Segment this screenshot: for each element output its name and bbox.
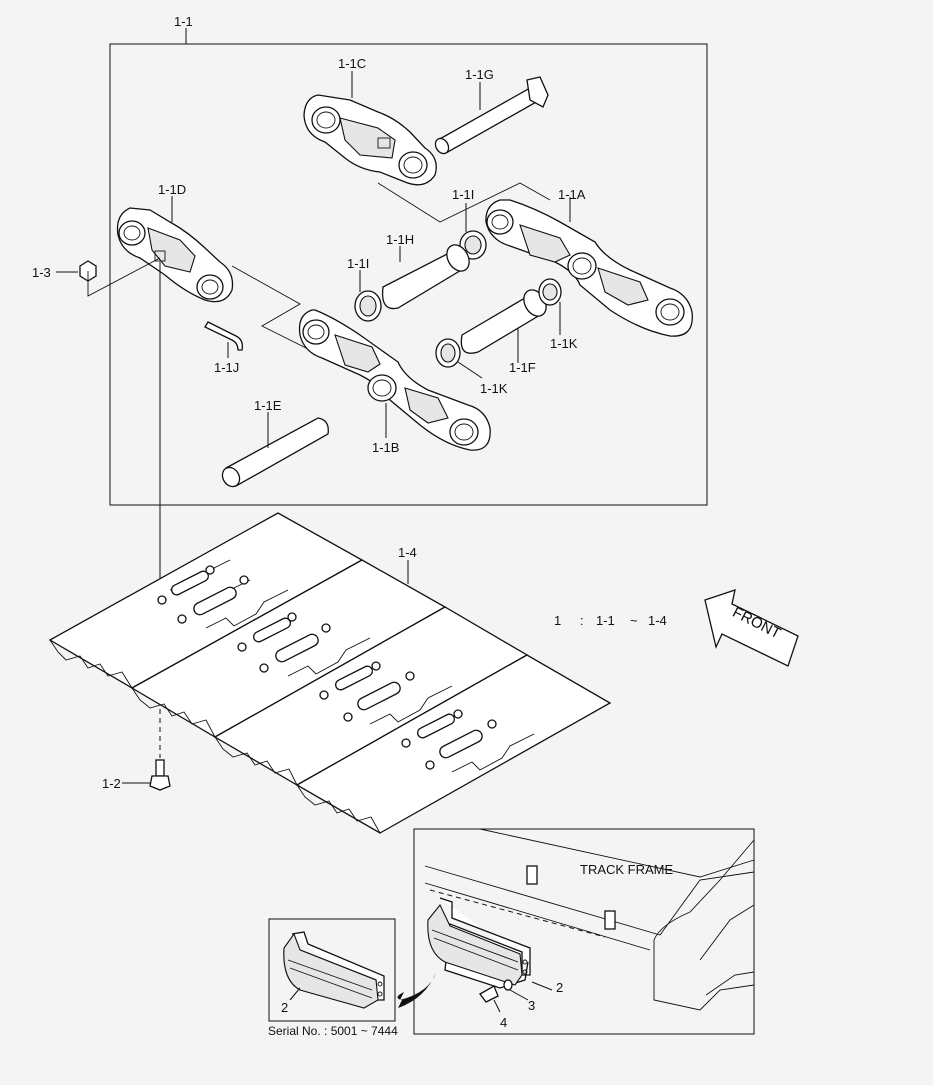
bolt-1-2 bbox=[149, 759, 171, 791]
serial-bracket-detail bbox=[268, 918, 396, 1022]
label-link-d: 1-1D bbox=[158, 182, 186, 197]
label-pin-g: 1-1G bbox=[465, 67, 494, 82]
label-seal-i-mid: 1-1I bbox=[347, 256, 369, 271]
link-1-1c bbox=[303, 94, 437, 186]
seal-1-1k-right bbox=[538, 278, 562, 306]
seal-1-1i-mid bbox=[354, 290, 382, 322]
front-arrow-icon: FRONT bbox=[704, 589, 799, 667]
link-1-1d bbox=[116, 207, 234, 303]
label-bushing-h: 1-1H bbox=[386, 232, 414, 247]
label-pin-j: 1-1J bbox=[214, 360, 239, 375]
bushing-1-1f bbox=[460, 289, 547, 354]
track-shoes-1-4 bbox=[48, 512, 612, 834]
label-link-a: 1-1A bbox=[558, 187, 586, 202]
label-guard-bracket: 2 bbox=[556, 980, 563, 995]
pin-1-1j bbox=[204, 321, 244, 351]
note-tilde: ~ bbox=[630, 613, 638, 628]
label-pin-e: 1-1E bbox=[254, 398, 282, 413]
label-link-b: 1-1B bbox=[372, 440, 399, 455]
pin-1-1g bbox=[434, 76, 549, 155]
label-bushing-f: 1-1F bbox=[509, 360, 536, 375]
nut-1-3 bbox=[79, 260, 97, 282]
link-1-1b bbox=[298, 309, 491, 451]
label-assembly: 1-1 bbox=[174, 14, 193, 29]
seal-1-1k-left bbox=[435, 338, 461, 368]
assembly-box bbox=[109, 28, 708, 506]
link-1-1a bbox=[485, 199, 693, 337]
note-to: 1-4 bbox=[648, 613, 667, 628]
label-bolt: 1-2 bbox=[102, 776, 121, 791]
label-washer: 3 bbox=[528, 998, 535, 1013]
label-link-c: 1-1C bbox=[338, 56, 366, 71]
track-frame-label: TRACK FRAME bbox=[580, 862, 674, 877]
label-detail-bracket: 2 bbox=[281, 1000, 288, 1015]
seal-1-1i-top bbox=[459, 230, 487, 260]
track-frame-detail: TRACK FRAME bbox=[413, 828, 755, 1035]
label-shoe: 1-4 bbox=[398, 545, 417, 560]
note-from: 1-1 bbox=[596, 613, 615, 628]
note-number: 1 bbox=[554, 613, 561, 628]
label-seal-k-right: 1-1K bbox=[550, 336, 578, 351]
label-seal-i-top: 1-1I bbox=[452, 187, 474, 202]
detail-arrow-icon bbox=[397, 972, 436, 1008]
serial-note: Serial No. : 5001 ~ 7444 bbox=[268, 1024, 398, 1038]
bushing-1-1h bbox=[381, 244, 470, 310]
note-colon: : bbox=[580, 613, 584, 628]
label-nut: 1-3 bbox=[32, 265, 51, 280]
label-seal-k-left: 1-1K bbox=[480, 381, 508, 396]
label-guard-bolt: 4 bbox=[500, 1015, 507, 1030]
pin-1-1e bbox=[221, 417, 329, 488]
